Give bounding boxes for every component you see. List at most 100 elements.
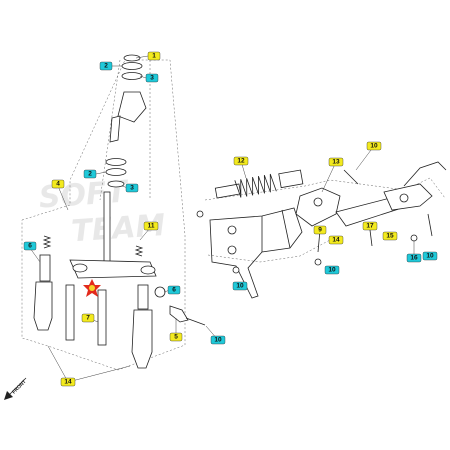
fork-spring-right bbox=[134, 245, 144, 257]
svg-text:3: 3 bbox=[130, 185, 134, 192]
fork-leg-right-top bbox=[137, 284, 149, 310]
svg-text:10: 10 bbox=[426, 253, 434, 260]
swingarm-pivot-plate bbox=[295, 187, 341, 227]
callout-17: 17 bbox=[362, 221, 378, 231]
svg-text:10: 10 bbox=[328, 267, 336, 274]
fork-leg-right bbox=[131, 309, 153, 369]
frame-bolt-1 bbox=[227, 225, 237, 235]
small-nut-1 bbox=[196, 210, 204, 218]
callout-9: 9 bbox=[313, 225, 327, 235]
svg-text:9: 9 bbox=[318, 227, 322, 234]
front-label: FRONT bbox=[11, 379, 27, 395]
bracket-bolt bbox=[185, 317, 206, 326]
lower-bearing-cone bbox=[105, 168, 127, 176]
svg-text:11: 11 bbox=[148, 223, 155, 230]
svg-text:14: 14 bbox=[64, 379, 72, 386]
head-tube-bracket bbox=[109, 115, 121, 143]
frame-dashed-upper bbox=[204, 177, 446, 201]
front-arrow-head bbox=[4, 391, 13, 400]
watermark-line-1: SOFT bbox=[38, 174, 131, 215]
callout-6-right: 6 bbox=[167, 285, 181, 295]
head-tube-upper bbox=[117, 91, 147, 123]
callout-10-rear: 10 bbox=[422, 251, 438, 261]
callout-6-left: 6 bbox=[23, 241, 37, 251]
callout-14-rear: 14 bbox=[328, 235, 344, 245]
small-nut-3 bbox=[314, 258, 322, 266]
callout-1: 1 bbox=[147, 51, 161, 61]
callout-16: 16 bbox=[406, 253, 422, 263]
top-nut bbox=[123, 54, 141, 62]
fork-leg-left-top bbox=[39, 254, 51, 282]
callout-4: 4 bbox=[51, 179, 65, 189]
callout-2: 2 bbox=[99, 61, 113, 71]
callout-13: 13 bbox=[328, 157, 344, 167]
svg-text:14: 14 bbox=[332, 237, 340, 244]
svg-text:6: 6 bbox=[28, 243, 32, 250]
svg-text:10: 10 bbox=[370, 143, 378, 150]
spacer-bolt bbox=[369, 229, 373, 247]
svg-text:5: 5 bbox=[174, 334, 178, 341]
svg-text:6: 6 bbox=[172, 287, 176, 294]
svg-text:2: 2 bbox=[104, 63, 108, 70]
frame-bracket-ribs bbox=[261, 209, 291, 252]
callout-3: 3 bbox=[145, 73, 159, 83]
front-direction-arrow: FRONT bbox=[4, 377, 28, 400]
front-fork-assembly bbox=[21, 54, 206, 371]
svg-text:2: 2 bbox=[88, 171, 92, 178]
callout-11: 11 bbox=[143, 221, 159, 231]
svg-text:16: 16 bbox=[410, 255, 418, 262]
svg-text:13: 13 bbox=[332, 159, 340, 166]
clamp-hole-left bbox=[72, 263, 88, 273]
svg-text:10: 10 bbox=[214, 337, 222, 344]
fork-leg-left bbox=[33, 281, 53, 331]
warning-icon bbox=[83, 279, 101, 297]
lower-bearing-race bbox=[105, 158, 127, 166]
fork-tube-right bbox=[97, 289, 107, 346]
svg-text:10: 10 bbox=[236, 283, 244, 290]
callouts: 1 2 3 2 3 4 11 6 7 6 5 10 14 12 13 bbox=[23, 51, 438, 387]
fork-tube-left bbox=[65, 284, 75, 341]
callout-7: 7 bbox=[81, 313, 95, 323]
steering-stem bbox=[103, 191, 111, 263]
callout-12: 12 bbox=[233, 156, 249, 166]
frame-bracket bbox=[209, 207, 303, 299]
callout-10-swingarm: 10 bbox=[324, 265, 340, 275]
svg-text:7: 7 bbox=[86, 315, 90, 322]
frame-dashed-lower bbox=[207, 239, 331, 263]
clamp-hole-right bbox=[140, 265, 156, 275]
brake-bracket bbox=[169, 305, 189, 323]
svg-text:15: 15 bbox=[386, 233, 394, 240]
pivot-bolt bbox=[313, 197, 323, 207]
shock-eye-left bbox=[214, 183, 242, 199]
callout-10-frame: 10 bbox=[232, 281, 248, 291]
svg-text:3: 3 bbox=[150, 75, 154, 82]
small-nut-2 bbox=[232, 266, 240, 274]
rear-frame-end bbox=[403, 161, 447, 187]
svg-text:12: 12 bbox=[237, 158, 245, 165]
top-bearing-race bbox=[121, 72, 143, 80]
link-bolt bbox=[399, 193, 409, 203]
triple-clamp bbox=[69, 259, 157, 279]
rear-bolt bbox=[427, 213, 433, 237]
callout-10-top: 10 bbox=[366, 141, 382, 151]
shock-body bbox=[278, 169, 304, 189]
frame-bolt-2 bbox=[227, 245, 237, 255]
top-bolt bbox=[343, 169, 359, 185]
rear-frame-assembly bbox=[196, 161, 447, 299]
callout-2-lower: 2 bbox=[83, 169, 97, 179]
callout-5: 5 bbox=[169, 332, 183, 342]
svg-text:17: 17 bbox=[366, 223, 374, 230]
fork-spring-left bbox=[42, 235, 52, 249]
shock-spring bbox=[234, 173, 277, 198]
callout-14-fork: 14 bbox=[60, 377, 76, 387]
callout-15: 15 bbox=[382, 231, 398, 241]
top-bearing-cone bbox=[121, 62, 143, 70]
svg-text:1: 1 bbox=[152, 53, 156, 60]
steerer-axis-line bbox=[99, 59, 121, 201]
callout-3-lower: 3 bbox=[125, 183, 139, 193]
axle-nut bbox=[154, 286, 166, 298]
svg-text:4: 4 bbox=[56, 181, 60, 188]
callout-10-fork: 10 bbox=[210, 335, 226, 345]
lower-seal bbox=[107, 180, 125, 188]
